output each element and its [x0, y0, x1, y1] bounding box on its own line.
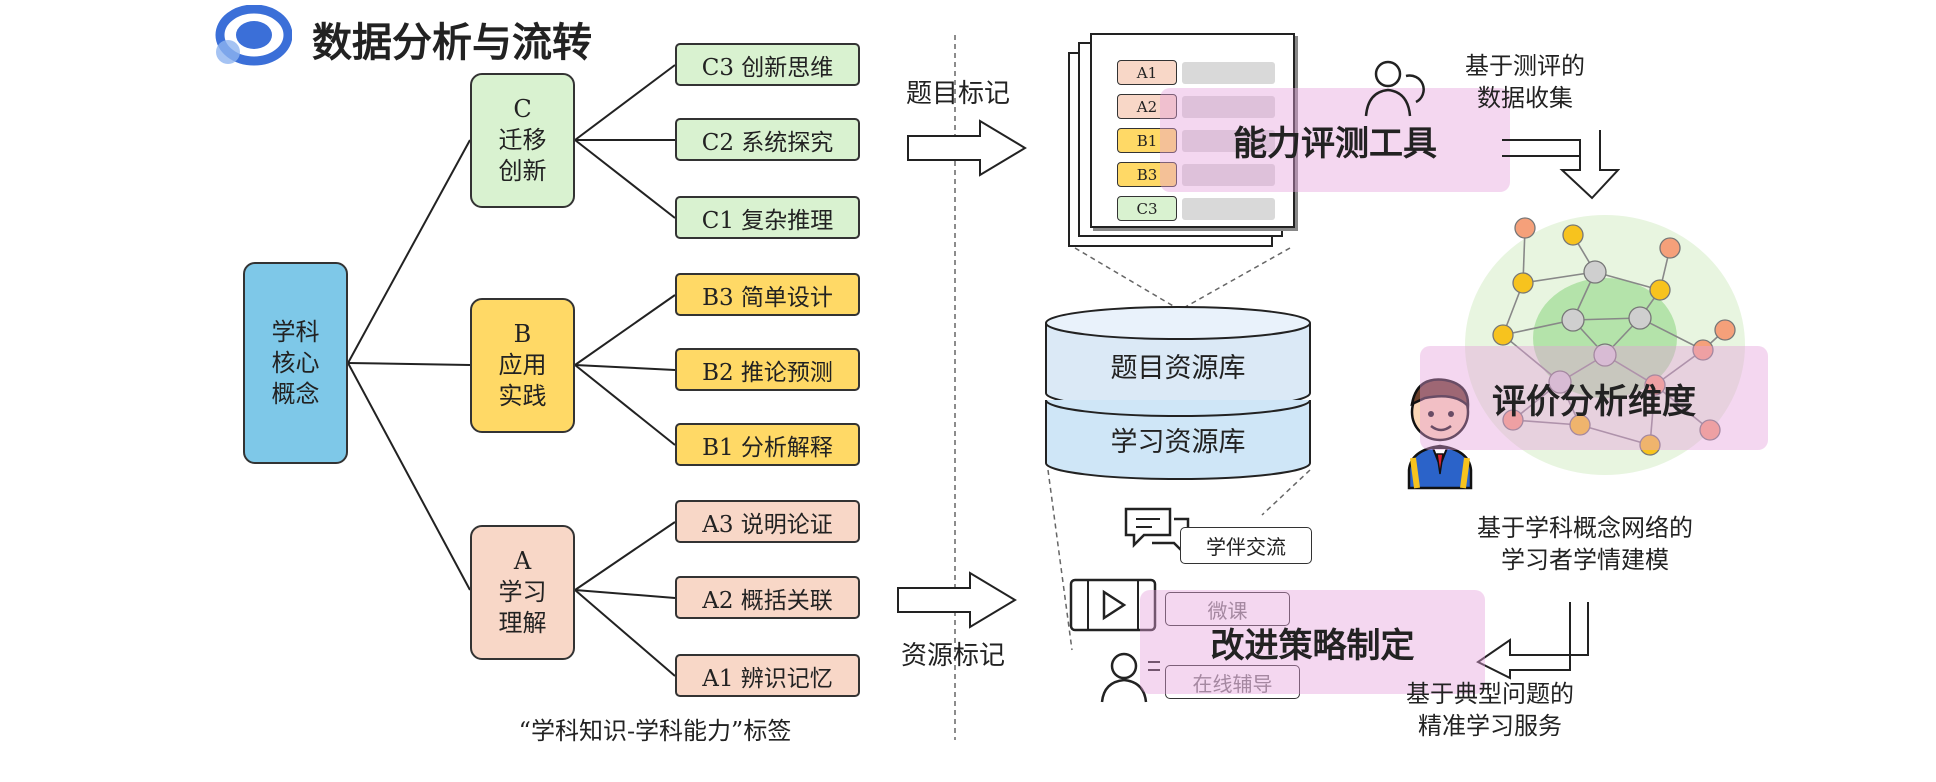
- worksheet-chip: C3: [1117, 196, 1177, 221]
- arrow-bottom: [897, 571, 1017, 629]
- concept-network: [1465, 215, 1745, 475]
- worksheet-answer-bar: [1182, 96, 1275, 118]
- caption-collect: 基于测评的 数据收集: [1465, 52, 1585, 112]
- arrow-top-label: 题目标记: [905, 79, 1010, 109]
- resource-video: 微课: [1165, 592, 1290, 626]
- banner-tool: 能力评测工具: [1160, 88, 1510, 192]
- elbow-arrow-left: [1476, 602, 1589, 680]
- resource-tutor: 在线辅导: [1165, 665, 1300, 699]
- resource-database: [1045, 306, 1311, 480]
- worksheet-answer-bar: [1182, 62, 1275, 84]
- tree-caption: “学科知识-学科能力”标签: [518, 717, 792, 745]
- leaf-node: A3 说明论证: [675, 500, 860, 543]
- worksheet-chip: B3: [1117, 162, 1177, 187]
- page-title: 数据分析与流转: [312, 20, 592, 66]
- leaf-node: B3 简单设计: [675, 273, 860, 316]
- leaf-node: A1 辨识记忆: [675, 654, 860, 697]
- worksheet-answer-bar: [1182, 164, 1275, 186]
- leaf-node: C3 创新思维: [675, 43, 860, 86]
- worksheet-chip: A2: [1117, 94, 1177, 119]
- banner-dimension: 评价分析维度: [1420, 346, 1768, 450]
- logo-icon: [210, 4, 293, 67]
- branch-node-b: B 应用 实践: [470, 298, 575, 433]
- leaf-node: B1 分析解释: [675, 423, 860, 466]
- chat-icon: [1124, 507, 1190, 555]
- data-collect-icon: [1364, 60, 1425, 117]
- student-avatar-icon: [1407, 378, 1473, 490]
- worksheet-chip: B1: [1117, 128, 1177, 153]
- worksheet-answer-bar: [1182, 198, 1275, 220]
- arrow-top: [907, 119, 1027, 177]
- branch-node-c: C 迁移 创新: [470, 73, 575, 208]
- arrow-bottom-label: 资源标记: [900, 641, 1005, 671]
- resource-peer: 学伴交流: [1180, 527, 1312, 564]
- elbow-arrow-down: [1502, 130, 1620, 200]
- root-node: 学科 核心 概念: [243, 262, 348, 464]
- video-icon: [1069, 578, 1157, 632]
- banner-strategy: 改进策略制定: [1140, 590, 1485, 694]
- leaf-node: C2 系统探究: [675, 118, 860, 161]
- leaf-node: A2 概括关联: [675, 576, 860, 619]
- worksheet-answer-bar: [1182, 130, 1275, 152]
- leaf-node: C1 复杂推理: [675, 196, 860, 239]
- caption-service: 基于典型问题的 精准学习服务: [1406, 680, 1574, 740]
- tutor-icon: [1100, 652, 1160, 703]
- leaf-node: B2 推论预测: [675, 348, 860, 391]
- worksheet-chip: A1: [1117, 60, 1177, 85]
- database-top-label: 题目资源库: [1110, 353, 1246, 384]
- branch-node-a: A 学习 理解: [470, 525, 575, 660]
- caption-model: 基于学科概念网络的 学习者学情建模: [1477, 514, 1693, 574]
- database-bottom-label: 学习资源库: [1110, 427, 1246, 458]
